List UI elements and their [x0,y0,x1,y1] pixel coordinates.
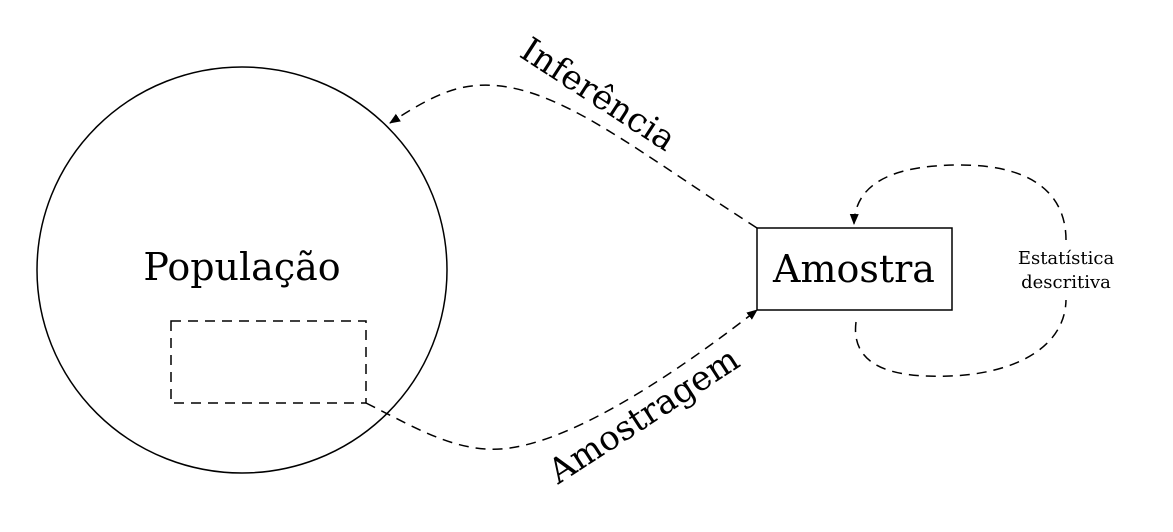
sampling-label: Amostragem [540,339,746,492]
sample-subset-rect [170,320,367,404]
inference-arrow [389,84,758,229]
descriptive-stats-loop [854,164,1067,378]
descriptive-stats-line2: descritiva [1021,272,1111,293]
sample-label: Amostra [772,247,935,291]
sampling-arrow [365,309,758,450]
population-label: População [143,245,340,289]
descriptive-stats-line1: Estatística [1018,248,1115,269]
population-circle [36,66,448,474]
